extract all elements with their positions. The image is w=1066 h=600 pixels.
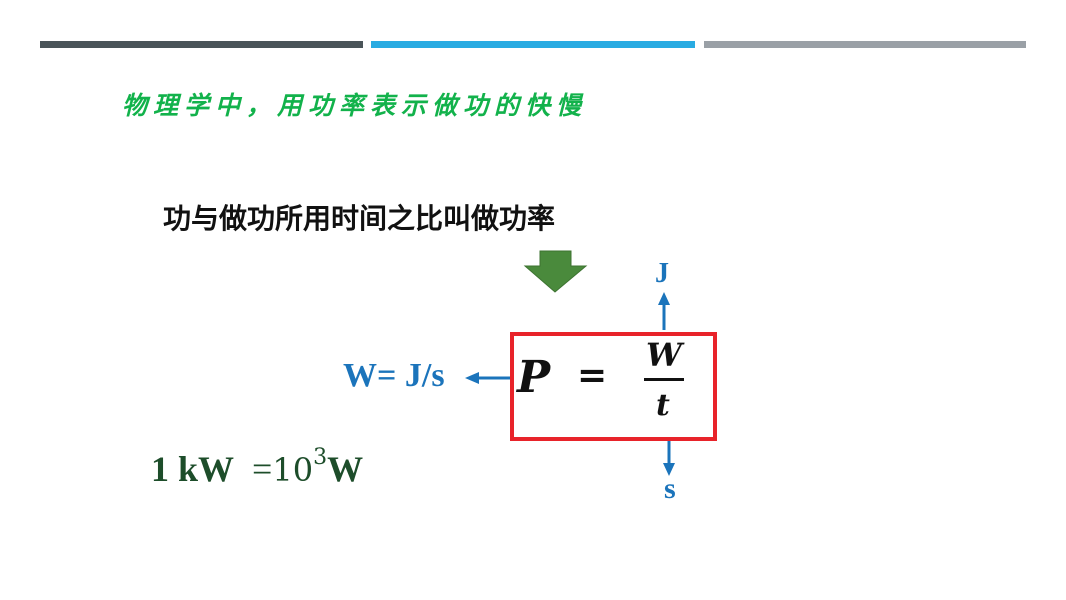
formula-numerator: W: [646, 336, 682, 374]
conversion-left: 1 kW: [151, 449, 235, 489]
fraction-bar: [644, 378, 684, 381]
arrow-left-icon: [465, 372, 512, 384]
arrow-up-icon: [658, 292, 670, 330]
conversion-exponent: 3: [313, 445, 328, 470]
block-arrow-down-icon: [523, 250, 588, 293]
unit-conversion: 1 kW =103W: [151, 445, 364, 490]
power-definition: 功与做功所用时间之比叫做功率: [163, 202, 556, 235]
conversion-unit: W: [327, 449, 364, 489]
header-bar-gray: [704, 41, 1026, 48]
power-unit-label: W= J/s: [343, 357, 445, 394]
denominator-unit-label: s: [664, 472, 676, 505]
formula-power-symbol: P: [517, 352, 551, 403]
numerator-unit-label: J: [655, 258, 669, 289]
conversion-equals: =: [252, 449, 273, 489]
header-bar-dark: [40, 41, 363, 48]
formula-denominator: t: [656, 388, 670, 423]
formula-equals: =: [577, 355, 608, 396]
header-bar-blue: [371, 41, 695, 48]
formula-box: [510, 332, 717, 441]
arrow-down-icon: [663, 437, 675, 476]
slide-subtitle: 物理学中，用功率表示做功的快慢: [122, 91, 588, 120]
conversion-base: 10: [272, 451, 314, 489]
